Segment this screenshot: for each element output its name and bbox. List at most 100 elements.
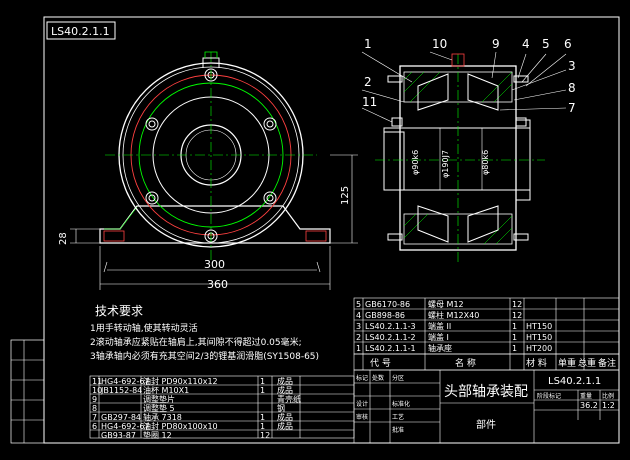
bom-lower-cell-name: 轴承 7318 (143, 412, 182, 422)
bom-header-unit-mass: 单重 (558, 357, 576, 369)
bom-lower-cell-name: 油杯 M10X1 (143, 385, 189, 395)
bom-upper-cell-name: 螺母 M12 (428, 299, 464, 309)
bom-header-name: 名 称 (455, 357, 476, 369)
bom-upper-cell-name: 轴承座 (428, 343, 452, 353)
tb-drawing-no: LS40.2.1.1 (548, 376, 601, 387)
bom-lower-cell-qty: 1 (260, 422, 265, 431)
bom-upper-cell-qty: 1 (512, 322, 517, 331)
bom-lower-cell-code: GB297-84 (101, 413, 141, 422)
bom-upper-cell-mat: HT150 (526, 333, 552, 342)
bom-lower-cell-no: 9 (92, 395, 97, 404)
bom-lower-cell-no: 10 (92, 386, 102, 395)
bom-header-material: 材 料 (526, 357, 547, 369)
balloon-3: 3 (568, 59, 576, 73)
tech-note-3: 3轴承轴内必须有充其空间2/3的锂基润滑脂(SY1508-65) (90, 350, 319, 362)
front-view (99, 51, 331, 262)
bom-upper-cell-code: GB898-86 (365, 311, 405, 320)
tech-note-1: 1用手转动轴,使其转动灵活 (90, 322, 198, 334)
balloon-10: 10 (432, 37, 447, 51)
tb-label-process: 工艺 (392, 413, 404, 421)
bom-header-note: 备注 (598, 357, 616, 369)
balloon-6: 6 (564, 37, 572, 51)
bom-lower-cell-code: JB1152-84 (100, 386, 142, 395)
bom-upper-cell-name: 螺柱 M12X40 (428, 310, 479, 320)
bom-lower-cell-note: 钢 (277, 403, 285, 413)
balloon-2: 2 (364, 75, 372, 89)
balloon-11: 11 (362, 95, 377, 109)
bom-lower-cell-no: 11 (92, 377, 102, 386)
balloon-1: 1 (364, 37, 372, 51)
bom-upper-cell-no: 3 (356, 322, 361, 331)
bom-lower-cell-qty: 1 (260, 386, 265, 395)
bom-lower-cell-no: 7 (92, 413, 97, 422)
bom-lower-cell-name: 油封 PD90x110x12 (143, 376, 218, 386)
dim-125: 125 (340, 186, 351, 205)
dim-360: 360 (207, 278, 228, 291)
balloon-5: 5 (542, 37, 550, 51)
tb-label-mass: 重量 (580, 392, 592, 400)
bom-upper-cell-no: 5 (356, 300, 361, 309)
dim-bore-3: φ80k6 (481, 150, 490, 175)
bom-upper-cell-no: 1 (356, 344, 361, 353)
bom-upper-cell-qty: 1 (512, 344, 517, 353)
bom-lower-cell-code: HG4-692-67 (101, 377, 150, 386)
bom-upper-cell-qty: 12 (512, 300, 522, 309)
bom-lower-cell-name: 油封 PD80x100x10 (143, 421, 218, 431)
balloon-7: 7 (568, 101, 576, 115)
tb-label-stage: 阶段标记 (537, 392, 561, 400)
title-block: 标记 处数 分区 设计 标准化 审核 工艺 批准 阶段标记 重量 比例 头部轴承… (353, 369, 620, 444)
dim-300: 300 (204, 258, 225, 271)
tb-label-standard: 标准化 (392, 400, 410, 408)
bom-lower-cell-note: 成品 (277, 421, 293, 431)
balloon-9: 9 (492, 37, 500, 51)
dim-28: 28 (58, 232, 69, 245)
tb-scale-value: 1:2 (602, 401, 615, 410)
bom-lower-cell-code: HG4-692-67 (101, 422, 150, 431)
balloon-4: 4 (522, 37, 530, 51)
tb-label-design: 设计 (356, 400, 368, 408)
tb-label-approve: 批准 (392, 426, 404, 434)
bom-upper-cell-mat: HT200 (526, 344, 552, 353)
bom-upper-cell-name: 端盖 I (428, 332, 449, 342)
bom-lower-cell-name: 调整垫 5 (143, 403, 175, 413)
bom-lower-cell-no: 8 (92, 404, 97, 413)
bom-upper-cell-code: LS40.2.1.1-2 (365, 333, 416, 342)
bom-upper-cell-name: 端盖 II (428, 321, 451, 331)
bom-lower-cell-name: 调整垫片 (143, 394, 175, 404)
bom-lower-cell-no: 6 (92, 422, 97, 431)
bom-upper-cell-code: LS40.2.1.1-3 (365, 322, 416, 331)
bom-lower-cell-name: 垫圈 12 (143, 430, 172, 440)
tb-label-review: 审核 (356, 413, 368, 421)
bom-upper-cell-qty: 12 (512, 311, 522, 320)
drawing-code-box: LS40.2.1.1 (46, 21, 116, 40)
tb-category: 部件 (476, 418, 496, 431)
tb-label-zone: 分区 (392, 374, 404, 382)
bom-upper-cell-code: GB6170-86 (365, 300, 410, 309)
bom-lower-cell-note: 成品 (277, 412, 293, 422)
bom-upper-cell-no: 4 (356, 311, 361, 320)
balloon-leaders (361, 51, 567, 123)
front-dimensions (70, 154, 358, 290)
bom-lower-cell-note: 青壳纸 (277, 394, 301, 404)
dim-bore-2: φ190J7 (441, 150, 450, 178)
bom-upper-cell-mat: HT150 (526, 322, 552, 331)
bom-lower-cell-code: GB93-87 (101, 431, 136, 440)
tb-mass-value: 36.2 (580, 401, 598, 410)
drawing-code-text: LS40.2.1.1 (51, 25, 110, 38)
bom-lower-cell-qty: 12 (260, 431, 270, 440)
tb-label-mark: 标记 (356, 374, 368, 382)
bom-lower-cell-note: 成品 (277, 385, 293, 395)
tech-note-2: 2滚动轴承应紧贴在轴肩上,其间隙不得超过0.05毫米; (90, 336, 302, 348)
bom-lower-cell-note: 成品 (277, 376, 293, 386)
bom-header-code: 代 号 (370, 358, 391, 369)
bom-upper-cell-code: LS40.2.1.1-1 (365, 344, 416, 353)
dim-bore-1: φ90k6 (411, 150, 420, 175)
tech-title: 技术要求 (95, 304, 143, 318)
tb-label-scale: 比例 (602, 392, 614, 400)
bom-header-total-mass: 总重 (578, 357, 596, 369)
bom-lower-cell-qty: 1 (260, 377, 265, 386)
bom-lower-cell-qty: 1 (260, 413, 265, 422)
